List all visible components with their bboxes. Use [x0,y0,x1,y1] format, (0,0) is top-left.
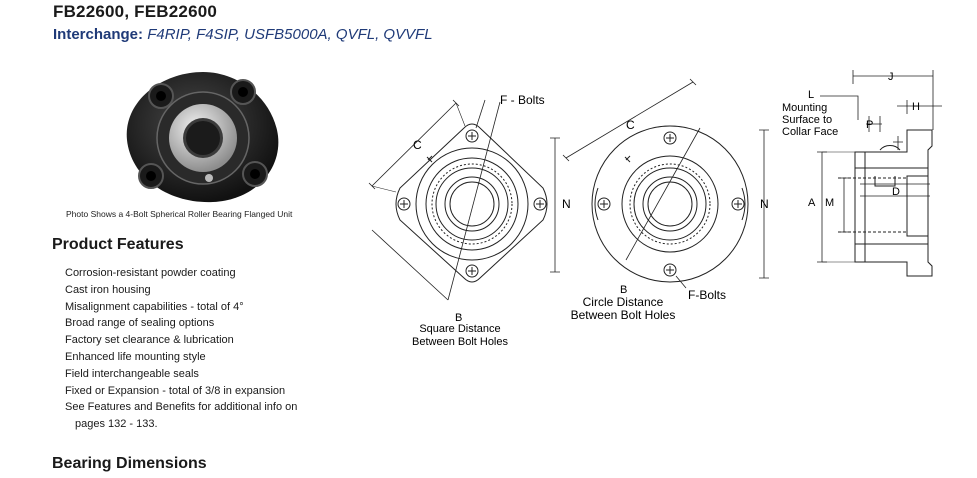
list-item: Enhanced life mounting style [65,350,206,363]
side-label-m: M [825,197,834,209]
square-label-n: N [562,197,571,211]
round-caption-line2: Between Bolt Holes [571,308,676,322]
square-caption-line1: Square Distance [419,323,500,335]
product-photo [126,72,279,203]
list-item: Cast iron housing [65,283,151,296]
list-item: Corrosion-resistant powder coating [65,267,236,279]
side-view-drawing [817,70,942,277]
dimensions-heading: Bearing Dimensions [52,455,207,472]
list-item: Field interchangeable seals [65,367,199,380]
round-caption-line1: Circle Distance [583,295,664,309]
square-label-f-bolts: F - Bolts [500,93,545,107]
interchange-label: Interchange: [53,26,144,43]
photo-caption: Photo Shows a 4-Bolt Spherical Roller Be… [66,209,293,219]
square-label-c: C [413,138,422,152]
side-label-a: A [808,197,816,209]
square-caption-line2: Between Bolt Holes [412,336,508,348]
mounting-line2: Surface to [782,114,832,126]
list-item: Misalignment capabilities - total of 4° [65,300,244,313]
round-label-f-bolts: F-Bolts [688,288,726,302]
mounting-line1: Mounting [782,102,827,114]
mounting-line3: Collar Face [782,126,838,138]
list-item: Broad range of sealing options [65,317,215,330]
side-label-l: L [808,89,814,101]
list-item: See Features and Benefits for additional… [65,401,298,414]
features-heading: Product Features [52,236,184,253]
page-title: FB22600, FEB22600 [53,2,218,21]
features-list: Corrosion-resistant powder coating Cast … [65,265,297,433]
interchange-values: F4RIP, F4SIP, USFB5000A, QVFL, QVVFL [147,26,433,43]
interchange-line: Interchange: F4RIP, F4SIP, USFB5000A, QV… [53,26,433,43]
square-label-b: B [455,312,462,324]
list-item: Fixed or Expansion - total of 3/8 in exp… [65,384,286,397]
side-label-h: H [912,101,920,113]
list-item: Factory set clearance & lubrication [65,334,234,347]
side-label-d: D [892,186,900,198]
side-label-p: P [866,119,873,131]
side-label-j: J [888,71,894,83]
list-item: pages 132 - 133. [75,418,158,431]
round-label-n: N [760,197,769,211]
round-label-b: B [620,284,627,296]
round-label-c: C [626,118,635,132]
round-flange-drawing [562,78,769,289]
square-flange-drawing [368,99,560,301]
